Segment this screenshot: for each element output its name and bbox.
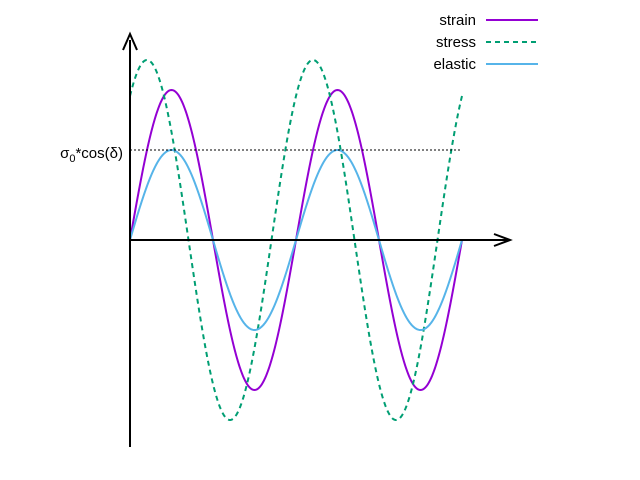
reference-label-subscript: 0 xyxy=(69,153,75,165)
legend-label-strain: strain xyxy=(439,12,476,29)
legend-label-stress: stress xyxy=(436,34,476,51)
legend: strain stress elastic xyxy=(433,12,538,73)
legend-label-elastic: elastic xyxy=(433,56,476,73)
x-axis-arrow xyxy=(493,233,513,247)
y-axis-arrow xyxy=(122,31,138,51)
reference-line-label: σ0*cos(δ) xyxy=(60,145,123,165)
series-line-stress xyxy=(129,59,463,421)
